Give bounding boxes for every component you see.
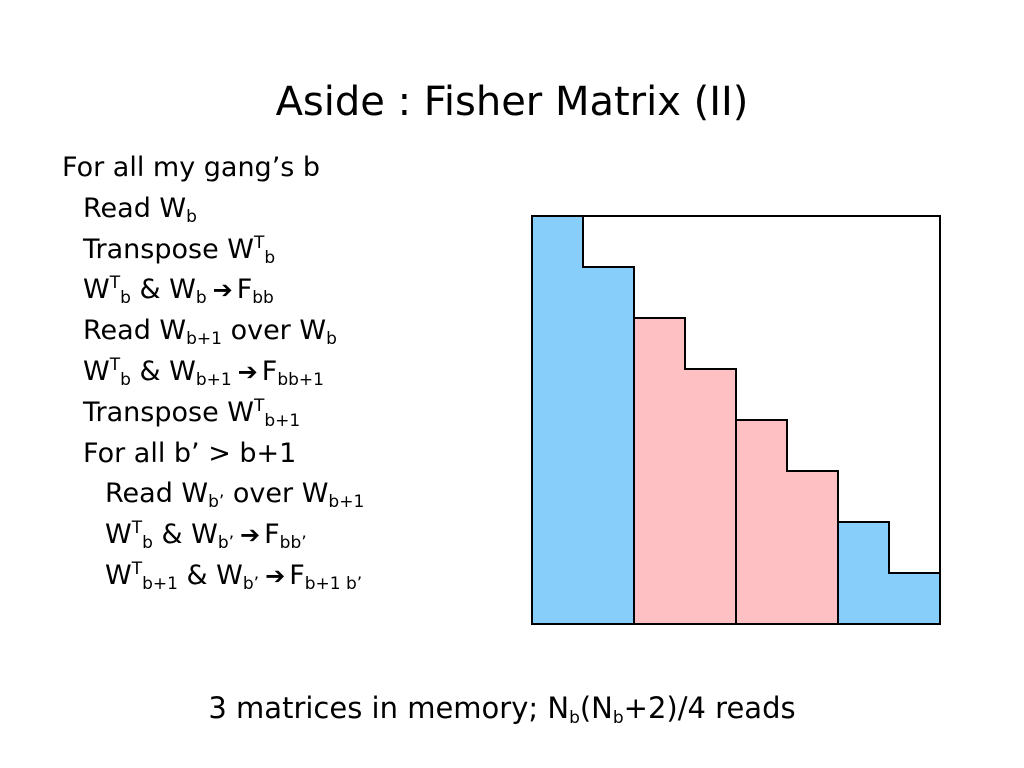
matrix-column-block — [685, 369, 736, 624]
algorithm-text-run: Transpose W — [83, 396, 254, 428]
algorithm-line: WTb & Wb+1➔Fbb+1 — [62, 352, 364, 393]
matrix-column-block — [736, 420, 787, 624]
algorithm-text-run: & W — [152, 519, 218, 551]
footer-text-2: (N — [579, 691, 613, 725]
algorithm-line: Transpose WTb+1 — [62, 393, 364, 434]
algorithm-line: For all my gang’s b — [62, 148, 364, 189]
algorithm-subscript: b — [120, 369, 131, 390]
algorithm-subscript: b’ — [208, 492, 225, 513]
algorithm-line: Transpose WTb — [62, 230, 364, 271]
algorithm-subscript: bb’ — [279, 533, 307, 554]
algorithm-line: Read Wb’ over Wb+1 — [62, 474, 364, 515]
algorithm-line: Read Wb+1 over Wb — [62, 311, 364, 352]
algorithm-text-run: & W — [177, 559, 243, 591]
algorithm-text-run: F — [264, 519, 280, 551]
algorithm-text-run: For all my gang’s b — [62, 152, 321, 183]
right-arrow-icon: ➔ — [212, 276, 233, 305]
algorithm-subscript: b’ — [242, 573, 260, 594]
algorithm-text-run: Read W — [105, 478, 209, 510]
algorithm-subscript: b+1 b’ — [304, 573, 363, 594]
right-arrow-icon: ➔ — [237, 357, 258, 386]
right-arrow-icon: ➔ — [240, 521, 261, 550]
algorithm-text-run: over W — [221, 315, 327, 347]
matrix-border — [531, 215, 941, 625]
algorithm-text-run: over W — [224, 478, 329, 510]
algorithm-text-run: W — [105, 519, 132, 551]
algorithm-subscript: b — [120, 288, 131, 309]
algorithm-subscript: b+1 — [195, 369, 232, 390]
algorithm-superscript: T — [109, 273, 121, 294]
footer-text-1: 3 matrices in memory; N — [208, 691, 570, 725]
algorithm-superscript: T — [131, 518, 143, 539]
algorithm-text-run: & W — [130, 355, 196, 387]
algorithm-text-run: Transpose W — [83, 233, 254, 265]
algorithm-line: WTb & Wb’➔Fbb’ — [62, 515, 364, 556]
algorithm-text-run: W — [83, 355, 110, 387]
algorithm-subscript: b — [264, 247, 276, 268]
algorithm-subscript: bb — [252, 288, 274, 309]
algorithm-superscript: T — [109, 354, 121, 375]
algorithm-subscript: b’ — [217, 533, 235, 554]
algorithm-text-run: F — [289, 559, 305, 591]
algorithm-text-run: F — [261, 355, 278, 387]
algorithm-superscript: T — [131, 558, 143, 579]
algorithm-superscript: T — [253, 232, 265, 253]
algorithm-subscript: b — [142, 533, 153, 554]
algorithm-line: WTb+1 & Wb’➔Fb+1 b’ — [62, 556, 364, 597]
algorithm-line: For all b’ > b+1 — [62, 434, 364, 475]
algorithm-subscript: b — [186, 206, 197, 227]
algorithm-subscript: b — [326, 329, 337, 350]
matrix-column-block — [838, 522, 889, 624]
algorithm-subscript: b+1 — [264, 410, 301, 431]
footer-sub-2: b — [612, 708, 624, 728]
matrix-column-block — [532, 216, 583, 624]
algorithm-line: Read Wb — [62, 189, 364, 230]
matrix-column-block — [583, 267, 634, 624]
algorithm-text-run: & W — [130, 274, 196, 306]
algorithm-text-run: W — [105, 559, 132, 591]
algorithm-subscript: b+1 — [186, 329, 222, 350]
algorithm-text-run: Read W — [83, 192, 187, 224]
algorithm-text-run: F — [236, 274, 253, 306]
matrix-column-block — [634, 318, 685, 624]
algorithm-subscript: b+1 — [142, 573, 178, 594]
algorithm-text-run: W — [83, 274, 110, 306]
algorithm-subscript: b+1 — [328, 492, 365, 513]
slide-title: Aside : Fisher Matrix (II) — [275, 79, 749, 125]
algorithm-line: WTb & Wb➔Fbb — [62, 270, 364, 311]
footer-note: 3 matrices in memory; Nb(Nb+2)/4 reads — [0, 688, 1004, 728]
algorithm-subscript: bb+1 — [277, 369, 324, 390]
matrix-column-block — [889, 573, 940, 624]
footer-sub-1: b — [569, 708, 580, 728]
algorithm-text-run: For all b’ > b+1 — [83, 437, 297, 469]
algorithm-text-run: Read W — [83, 315, 187, 347]
algorithm-superscript: T — [253, 395, 265, 416]
footer-text-3: +2)/4 reads — [623, 691, 796, 725]
matrix-column-block — [787, 471, 838, 624]
algorithm-subscript: b — [195, 288, 207, 309]
right-arrow-icon: ➔ — [265, 561, 286, 590]
